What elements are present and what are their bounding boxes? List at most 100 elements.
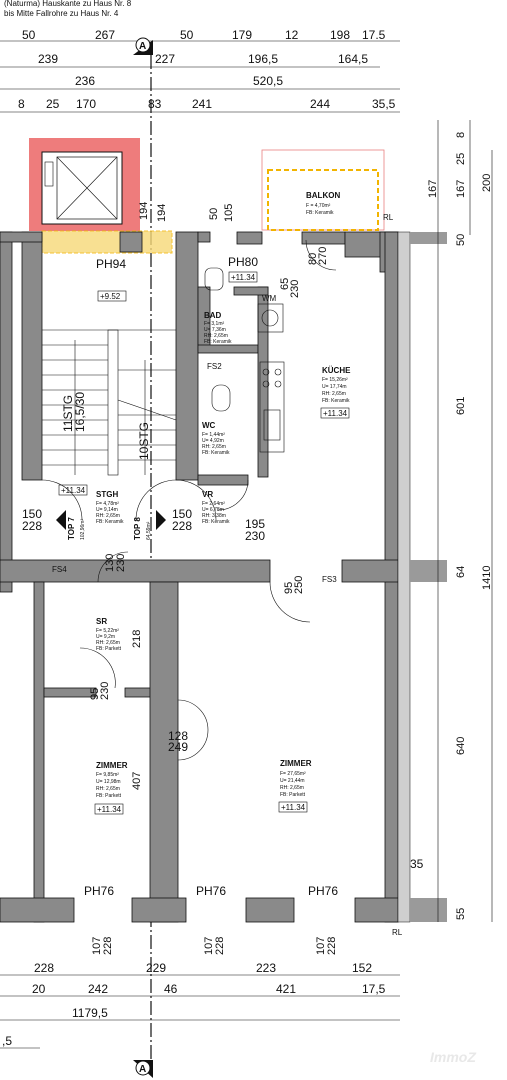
yellow-strip-left	[41, 230, 173, 254]
ph76-1: PH76	[84, 884, 114, 898]
dim-right-9: 1410	[481, 566, 493, 590]
right-edge	[397, 231, 447, 923]
dim-right-10: 640	[455, 737, 467, 755]
top8-arrow	[156, 510, 166, 530]
svg-text:A: A	[139, 1064, 146, 1075]
dim-right-2: 25	[455, 153, 467, 165]
kitchen-counter	[259, 361, 285, 453]
top8-area: 64,59m²	[146, 521, 152, 540]
dim-bot-8: 421	[276, 982, 296, 996]
sr-line-3: RH: 2,65m	[96, 640, 120, 646]
dim-bal-105: 105	[223, 204, 235, 222]
dim-bot-11: ,5	[2, 1034, 12, 1048]
dim-elev-1: 194	[138, 202, 150, 220]
dim-door-15: 128	[168, 729, 188, 743]
stgh-line-1: F= 4,78m²	[96, 501, 119, 507]
dim-door-12: 270	[317, 247, 329, 265]
dim-top-19: 244	[310, 97, 330, 111]
dim-top-3: 50	[180, 28, 194, 42]
dim-right-11: 35	[410, 857, 424, 871]
ph94-label: PH94	[96, 257, 126, 271]
dim-bot-4: 152	[352, 961, 372, 975]
wc-name: WC	[202, 421, 216, 430]
dim-win-1b: 228	[102, 937, 114, 955]
dim-door-6: 230	[115, 554, 127, 572]
top-dimensions	[0, 40, 400, 113]
header-note-2: bis Mitte Fallrohre zu Haus Nr. 4	[4, 9, 119, 18]
dim-bot-1: 228	[34, 961, 54, 975]
zimmer1-line-1: F= 9,85m²	[96, 772, 119, 778]
sink-icon	[204, 267, 224, 291]
vr-line-4: FB: Keramik	[202, 519, 230, 525]
dim-door-20: 407	[131, 772, 143, 790]
kueche-line-3: RH: 2,65m	[322, 391, 346, 397]
dim-door-9: 95	[283, 582, 295, 594]
svg-text:A: A	[139, 41, 146, 52]
dim-door-18: 230	[99, 682, 111, 700]
ph76-3: PH76	[308, 884, 338, 898]
kueche-line-4: FB: Keramik	[322, 398, 350, 404]
kueche-level-box	[320, 407, 350, 419]
dim-door-1: 150	[22, 507, 42, 521]
dim-right-6: 50	[455, 234, 467, 246]
top7-arrow	[56, 510, 66, 530]
stair2-label: 10STG	[137, 422, 151, 460]
bad-line-2: U= 7,36m	[204, 327, 226, 333]
rl-top: RL	[383, 213, 394, 222]
dim-door-16: 249	[168, 740, 188, 754]
dim-door-5: 130	[104, 554, 116, 572]
wc-line-4: FB: Keramik	[202, 450, 230, 456]
zimmer2-line-3: RH: 2,65m	[280, 785, 304, 791]
bad-line-1: F= 3,1m²	[204, 321, 224, 327]
zimmer1-level: +11.34	[97, 805, 122, 814]
header-note-1: (Naturma) Hauskante zu Haus Nr. 8	[4, 0, 132, 8]
zimmer2-level: +11.34	[281, 803, 306, 812]
dim-bot-5: 20	[32, 982, 46, 996]
dim-top-12: 236	[75, 74, 95, 88]
zimmer2-line-4: FB: Parkett	[280, 792, 306, 798]
dim-top-14: 8	[18, 97, 25, 111]
fs4-label: FS4	[52, 565, 67, 574]
top7-area: 102,96m²	[80, 519, 86, 540]
stgh-line-3: RH: 2,65m	[96, 513, 120, 519]
top8-label: TOP 8	[133, 517, 142, 540]
ph80-level: +11.34	[231, 273, 256, 282]
dim-top-6: 198	[330, 28, 350, 42]
dim-bot-3: 223	[256, 961, 276, 975]
door-swings	[41, 239, 337, 761]
zimmer2-line-1: F= 27,65m²	[280, 771, 306, 777]
dim-right-5: 200	[481, 174, 493, 192]
dim-bal-50: 50	[208, 208, 220, 220]
bad-line-3: RH: 2,65m	[204, 333, 228, 339]
dim-door-4: 228	[172, 519, 192, 533]
bad-line-4: FB: Keramik	[204, 339, 232, 345]
zimmer2-name: ZIMMER	[280, 759, 312, 768]
balkon-name: BALKON	[306, 191, 340, 200]
stgh-name: STGH	[96, 490, 118, 499]
washing-machine-icon	[257, 303, 284, 333]
rl-bottom: RL	[392, 928, 403, 937]
dim-door-19: 218	[131, 630, 143, 648]
dim-top-15: 25	[46, 97, 60, 111]
ph76-2: PH76	[196, 884, 226, 898]
zimmer1-line-3: RH: 2,65m	[96, 786, 120, 792]
dim-door-14: 230	[289, 280, 301, 298]
dim-bot-10: 1179,5	[72, 1006, 108, 1020]
dim-top-18: 241	[192, 97, 212, 111]
dim-top-11: 164,5	[338, 52, 368, 66]
zimmer1-line-4: FB: Parkett	[96, 793, 122, 799]
dim-door-13: 65	[279, 278, 291, 290]
zimmer1-name: ZIMMER	[96, 761, 128, 770]
bottom-dimensions	[0, 974, 400, 1049]
balkon-line-1: F = 4,70m²	[306, 203, 331, 209]
sr-line-2: U= 9,2m	[96, 634, 115, 640]
balkon-line-2: FB: Keramik	[306, 210, 334, 216]
zimmer1-level-box	[94, 803, 124, 815]
dim-top-10: 196,5	[248, 52, 278, 66]
dim-win-1a: 107	[91, 937, 103, 955]
zimmer1-line-2: U= 12,98m	[96, 779, 121, 785]
ph94-level-box	[97, 290, 127, 302]
dim-top-9: 227	[155, 52, 175, 66]
dim-door-7: 195	[245, 517, 265, 531]
